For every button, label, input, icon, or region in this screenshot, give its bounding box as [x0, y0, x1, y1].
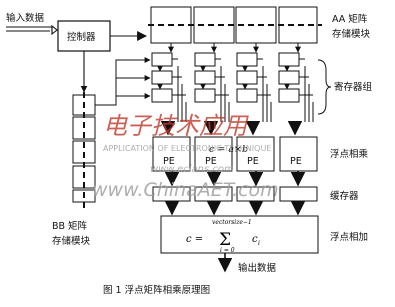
sum-upper: vectorsize−1	[212, 219, 252, 226]
pe-label-4: PE	[290, 156, 302, 167]
input-data-label: 输入数据	[6, 12, 45, 24]
watermark: 电子技术应用 APPLICATION OF ELECTRONIC TECHNIQ…	[92, 112, 279, 201]
controller-box	[57, 20, 111, 52]
fp-add-label: 浮点相加	[330, 231, 368, 243]
watermark-english: APPLICATION OF ELECTRONIC TECHNIQUE	[103, 144, 271, 153]
fp-multiply-label: 浮点相乘	[330, 148, 369, 160]
buffer-label: 缓存器	[330, 190, 359, 202]
register-to-pe-arrows	[160, 121, 303, 136]
adder-box	[160, 215, 319, 254]
controller-label: 控制器	[67, 31, 96, 43]
pe-formula: c = a×b	[209, 144, 248, 155]
sum-lhs: c =	[186, 234, 203, 245]
watermark-url2: www.ChinaAET.com	[92, 179, 279, 201]
pe-to-buffer-arrows	[164, 171, 306, 187]
register-small-arrows	[157, 65, 290, 90]
pe-row	[152, 136, 318, 172]
watermark-url1: www.ecians.com	[150, 164, 234, 175]
buffer-to-adder-arrows	[164, 201, 306, 216]
pe-label-1: PE	[163, 156, 175, 167]
buffer-row	[152, 186, 318, 202]
register-group-label: 寄存器组	[334, 81, 373, 93]
sum-term: c	[252, 234, 258, 245]
sum-subscript: i	[258, 240, 260, 247]
output-data-label: 输出数据	[238, 262, 277, 274]
sum-lower: i = 0	[220, 247, 235, 254]
aa-to-register-arrows	[168, 43, 301, 53]
sum-sigma: Σ	[219, 230, 231, 250]
register-down-lines	[172, 58, 314, 122]
input-arrow	[6, 24, 58, 36]
pe-label-2: PE	[205, 156, 217, 167]
register-brace	[317, 59, 332, 115]
aa-label-line2: 存储模块	[332, 28, 371, 40]
watermark-brand: 电子技术应用	[103, 112, 249, 140]
figure-caption: 图 1 浮点矩阵相乘原理图	[103, 284, 210, 296]
bb-label-line2: 存储模块	[52, 235, 91, 247]
bb-to-register-arrows	[95, 57, 151, 106]
aa-label-line1: AA 矩阵	[332, 13, 368, 25]
pe-label-3: PE	[247, 156, 259, 167]
bb-label-line1: BB 矩阵	[52, 220, 88, 232]
